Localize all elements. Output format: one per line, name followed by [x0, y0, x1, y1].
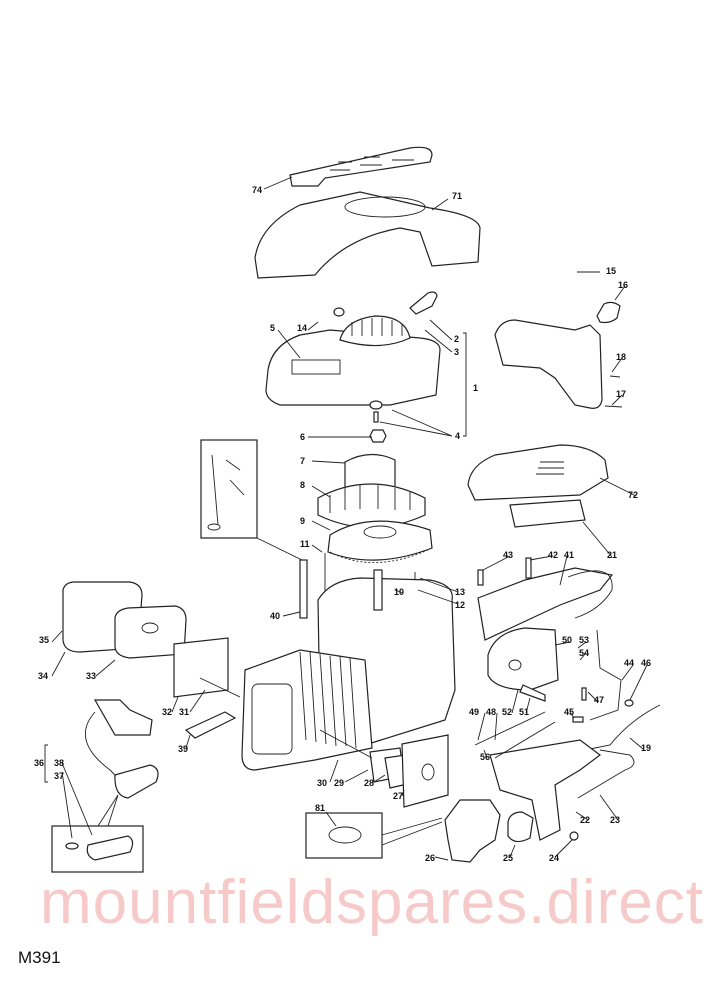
- callout-18: 18: [616, 352, 626, 362]
- callout-36: 36: [34, 758, 44, 768]
- callout-30: 30: [317, 778, 327, 788]
- callout-29: 29: [334, 778, 344, 788]
- watermark: mountfieldspares.direct: [40, 868, 704, 937]
- part-36-ignition-coil: [93, 699, 153, 736]
- callout-40: 40: [270, 611, 280, 621]
- part-2-starter-handle: [409, 291, 438, 315]
- callout-39: 39: [178, 744, 188, 754]
- callout-27: 27: [393, 791, 403, 801]
- callout-51: 51: [519, 707, 529, 717]
- callout-26: 26: [425, 853, 435, 863]
- callout-45: 45: [564, 707, 574, 717]
- callout-19: 19: [641, 743, 651, 753]
- callout-labels: 74 71 15 16 14 5 2 3 1 18 17 4 6 7 8 9 7…: [34, 185, 651, 863]
- callout-49: 49: [469, 707, 479, 717]
- part-recoil-starter: [339, 315, 411, 347]
- engine-cylinder-head: [241, 649, 373, 771]
- part-25-gasket: [507, 811, 534, 843]
- part-21-air-filter: [509, 499, 586, 528]
- callout-37: 37: [54, 771, 64, 781]
- part-40-dipstick-tube: [299, 559, 308, 619]
- part-16-fuel-cap: [596, 301, 621, 324]
- part-22-intake-manifold: [489, 739, 601, 841]
- callout-3: 3: [454, 347, 459, 357]
- callout-53: 53: [579, 635, 589, 645]
- part-27-heat-shield: [401, 734, 449, 808]
- callout-81: 81: [315, 803, 325, 813]
- part-15-fuel-tank: [494, 319, 603, 409]
- callout-48: 48: [486, 707, 496, 717]
- part-23-tube: [577, 749, 635, 799]
- callout-44: 44: [624, 658, 634, 668]
- diagram-code: M391: [18, 948, 61, 967]
- callout-14: 14: [297, 323, 307, 333]
- callout-38: 38: [54, 758, 64, 768]
- part-74-top-cover: [289, 146, 433, 187]
- callout-74: 74: [252, 185, 262, 195]
- callout-43: 43: [503, 550, 513, 560]
- callout-8: 8: [300, 480, 305, 490]
- callout-71: 71: [452, 191, 462, 201]
- callout-24: 24: [549, 853, 559, 863]
- callout-11: 11: [300, 539, 310, 549]
- part-39-spark-plug: [184, 711, 237, 739]
- callout-52: 52: [502, 707, 512, 717]
- callout-23: 23: [610, 815, 620, 825]
- part-26-carburettor: [444, 799, 501, 863]
- callout-6: 6: [300, 432, 305, 442]
- callout-21: 21: [607, 550, 617, 560]
- inset-carb-gasket-kit: [305, 812, 383, 859]
- part-72-air-filter-cover: [467, 444, 609, 501]
- callout-42: 42: [548, 550, 558, 560]
- part-33-muffler: [114, 605, 187, 659]
- part-5-starter-housing: [265, 329, 441, 406]
- part-19-breather-tube: [584, 704, 661, 751]
- callout-41: 41: [564, 550, 574, 560]
- callout-5: 5: [270, 323, 275, 333]
- part-71-engine-shroud: [254, 191, 481, 279]
- callout-9: 9: [300, 516, 305, 526]
- callout-12: 12: [455, 600, 465, 610]
- callout-15: 15: [606, 266, 616, 276]
- callout-1: 1: [473, 383, 478, 393]
- callout-34: 34: [38, 671, 48, 681]
- callout-33: 33: [86, 671, 96, 681]
- part-50-throttle-control: [487, 627, 559, 691]
- callout-47: 47: [594, 695, 604, 705]
- callout-46: 46: [641, 658, 651, 668]
- callout-4: 4: [455, 431, 460, 441]
- callout-17: 17: [616, 389, 626, 399]
- callout-50: 50: [562, 635, 572, 645]
- callout-72: 72: [628, 490, 638, 500]
- inset-dipstick-detail: [200, 439, 258, 539]
- callout-28: 28: [364, 778, 374, 788]
- callout-25: 25: [503, 853, 513, 863]
- callout-35: 35: [39, 635, 49, 645]
- callout-13: 13: [455, 587, 465, 597]
- callout-22: 22: [580, 815, 590, 825]
- callout-32: 32: [162, 707, 172, 717]
- part-41-governor-bracket: [477, 567, 614, 641]
- callout-54: 54: [579, 648, 589, 658]
- callout-31: 31: [179, 707, 189, 717]
- part-32-gasket: [173, 637, 229, 698]
- callout-56: 56: [480, 752, 490, 762]
- callout-7: 7: [300, 456, 305, 466]
- callout-16: 16: [618, 280, 628, 290]
- callout-2: 2: [454, 334, 459, 344]
- part-44-control-lever: [589, 629, 622, 721]
- callout-10: 10: [394, 587, 404, 597]
